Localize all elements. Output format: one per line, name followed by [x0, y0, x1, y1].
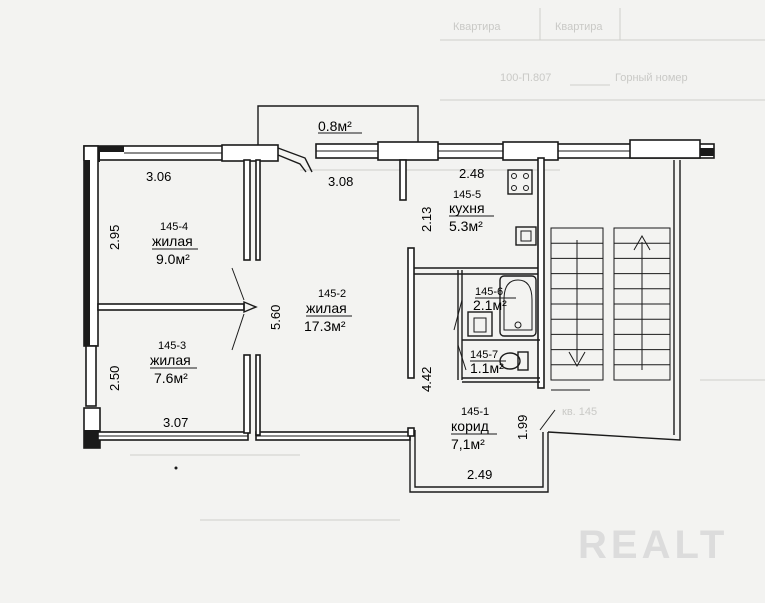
bathtub-icon — [499, 275, 537, 337]
room-145-4: 145-4 жилая 9.0м² — [152, 221, 198, 267]
room-area: 7.6м² — [154, 370, 188, 386]
washbasin-icon — [467, 311, 493, 337]
bg-row-label: Горный номер — [615, 72, 688, 84]
room-code: 145-3 — [158, 340, 186, 352]
room-145-2: 145-2 жилая 17.3м² — [304, 288, 352, 334]
room-code: 145-1 — [461, 406, 489, 418]
stove-icon — [507, 169, 533, 195]
dim-corridor-bottom-width: 2.49 — [467, 467, 492, 482]
dim-room2-height: 5.60 — [268, 305, 283, 330]
room-area: 1.1м² — [470, 360, 504, 376]
dim-kitchen-width: 2.48 — [459, 166, 484, 181]
balcony-area: 0.8м² — [318, 118, 352, 134]
mark-dot — [174, 466, 178, 470]
room-code: 145-5 — [453, 189, 481, 201]
room-type: корид — [451, 418, 489, 434]
dim-corridor-height: 4.42 — [419, 367, 434, 392]
room-code: 145-6 — [475, 286, 503, 298]
bg-header-1: Квартира — [453, 21, 501, 33]
room-145-6: 145-6 2.1м² — [473, 286, 516, 313]
dim-kitchen-height: 2.13 — [419, 207, 434, 232]
room-area: 2.1м² — [473, 297, 507, 313]
room-145-3: 145-3 жилая 7.6м² — [150, 340, 197, 386]
room-area: 5.3м² — [449, 218, 483, 234]
room-area: 9.0м² — [156, 251, 190, 267]
dim-top-mid-width: 3.08 — [328, 174, 353, 189]
staircase — [550, 227, 671, 391]
walls — [83, 139, 715, 493]
room-type: жилая — [306, 300, 347, 316]
bg-header-2: Квартира — [555, 21, 603, 33]
room-type: жилая — [152, 233, 193, 249]
room-area: 17.3м² — [304, 318, 346, 334]
room-code: 145-4 — [160, 221, 188, 233]
room-area: 7,1м² — [451, 436, 485, 452]
watermark-logo: REALT — [578, 523, 728, 567]
dim-corridor-right-height: 1.99 — [515, 415, 530, 440]
kitchen-fixtures — [507, 169, 537, 246]
room-type: жилая — [150, 352, 191, 368]
room-type: кухня — [449, 200, 485, 216]
dim-bottom-left-width: 3.07 — [163, 415, 188, 430]
room-code: 145-2 — [318, 288, 346, 300]
bg-cell-value: 100-П.807 — [500, 72, 551, 84]
room-145-7: 145-7 1.1м² — [470, 349, 506, 376]
room-code: 145-7 — [470, 349, 498, 361]
dim-top-left-width: 3.06 — [146, 169, 171, 184]
dimensions: 3.06 3.08 2.48 3.07 2.49 2.95 2.50 5.60 … — [107, 166, 530, 482]
background-document: Квартира Квартира Горный номер 100-П.807… — [130, 8, 765, 521]
bg-faint-label: кв. 145 — [562, 406, 597, 418]
sink-icon — [515, 226, 537, 246]
room-145-5: 145-5 кухня 5.3м² — [449, 189, 494, 234]
dim-left-upper-height: 2.95 — [107, 225, 122, 250]
room-145-1: 145-1 корид 7,1м² — [451, 406, 497, 452]
dim-left-lower-height: 2.50 — [107, 366, 122, 391]
balcony: 0.8м² — [257, 105, 419, 146]
